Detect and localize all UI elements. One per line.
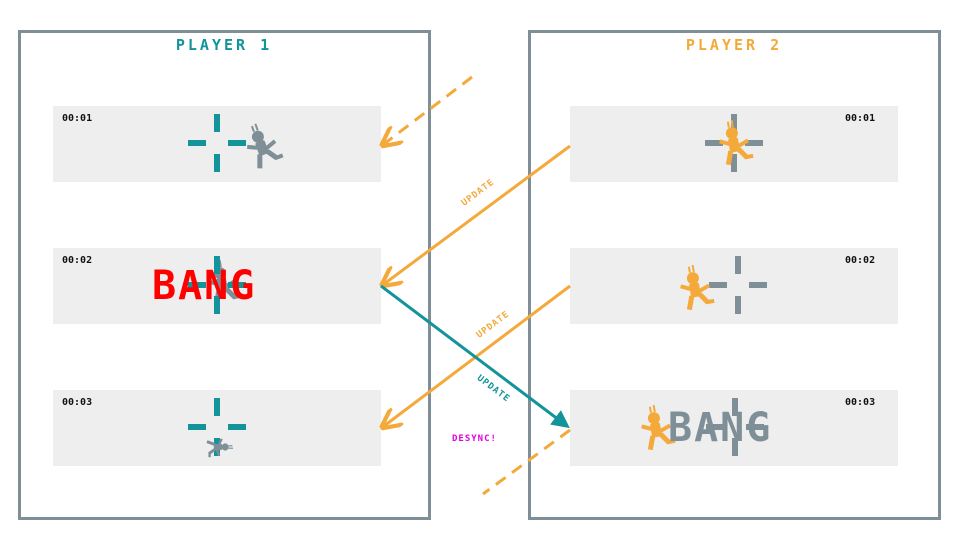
p2-crosshair-2 [709,256,767,314]
update-arrow-1 [384,144,571,284]
incoming-dashed-arrow [384,75,473,144]
p2-bang-text: BANG [668,405,773,451]
p1-bang-text: BANG [152,263,257,309]
p1-character-3-fallen [206,438,233,458]
desync-label: DESYNC! [452,434,497,444]
update-arrow-2 [384,284,571,426]
p1-character-1 [239,118,285,171]
player-2-title: PLAYER 2 [685,36,783,54]
p1-timestamp-2: 00:02 [62,255,93,266]
p2-timestamp-3: 00:03 [845,397,876,408]
p1-timestamp-3: 00:03 [62,397,93,408]
outgoing-dashed-line [482,428,571,496]
player-1-title: PLAYER 1 [175,36,273,54]
p2-timestamp-1: 00:01 [845,113,876,124]
p1-crosshair-1 [188,114,246,172]
p2-timestamp-2: 00:02 [845,255,876,266]
p2-character-2 [676,262,716,312]
p2-frame-2 [570,248,898,324]
p1-timestamp-1: 00:01 [62,113,93,124]
update-arrow-3-teal [380,284,570,429]
